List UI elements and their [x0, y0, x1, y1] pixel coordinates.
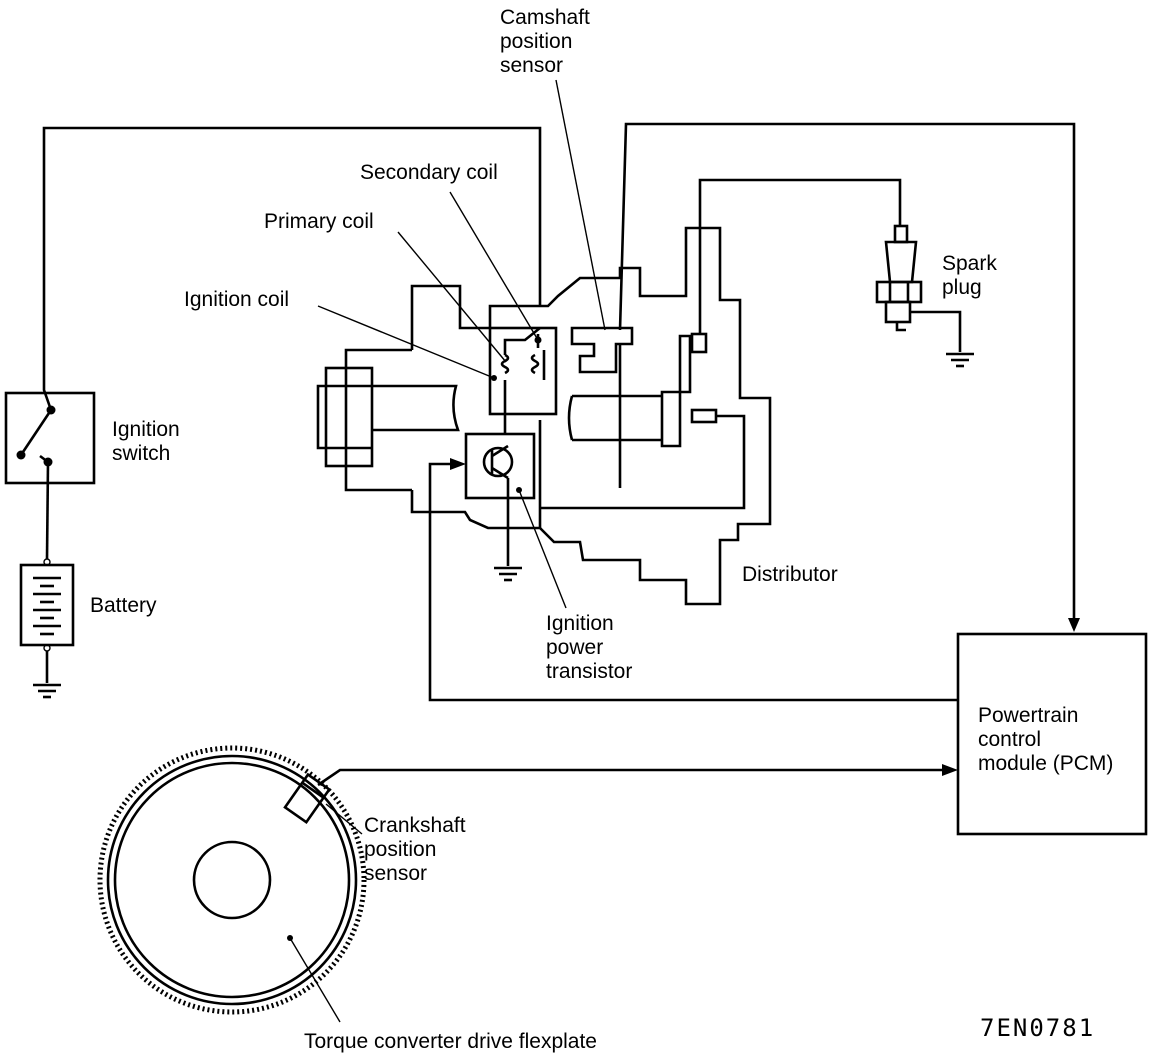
- coil-wiring: [494, 326, 541, 582]
- secondary-coil-label: Secondary coil: [360, 161, 498, 184]
- pcm-transistor-wire: [428, 458, 958, 702]
- distributor-label: Distributor: [742, 563, 838, 586]
- camshaft-sensor-label: Camshaft position sensor: [500, 6, 596, 77]
- crankshaft-sensor-label: Crankshaft position sensor: [364, 814, 471, 885]
- camshaft-sensor-element: [570, 326, 634, 374]
- figure-code: 7EN0781: [980, 1014, 1095, 1042]
- pcm-label: Powertrain control module (PCM): [978, 704, 1113, 775]
- ignition-coil: [488, 326, 558, 416]
- battery: [19, 558, 75, 652]
- spark-plug-wire: [698, 178, 902, 334]
- ignition-power-transistor: [464, 432, 536, 500]
- camshaft-sensor-signal-wire: [618, 122, 1080, 632]
- ignition-coil-label: Ignition coil: [184, 288, 289, 311]
- leader-lines: [289, 79, 606, 1023]
- distributor-terminals: [540, 332, 746, 510]
- spark-plug-label: Spark plug: [942, 252, 1003, 299]
- distributor-shaft: [567, 334, 692, 488]
- ignition-switch-label: Ignition switch: [112, 418, 186, 465]
- crankshaft-position-sensor: [283, 764, 958, 825]
- torque-converter-flexplate: [97, 745, 367, 1015]
- primary-coil-label: Primary coil: [264, 210, 374, 233]
- battery-label: Battery: [90, 594, 157, 617]
- power-transistor-label: Ignition power transistor: [546, 612, 632, 683]
- battery-wiring: [33, 126, 542, 699]
- ignition-switch: [4, 391, 96, 485]
- distributor-body: [316, 226, 772, 606]
- spark-plug: [875, 224, 974, 368]
- flexplate-label: Torque converter drive flexplate: [304, 1030, 597, 1053]
- pcm-box: [956, 632, 1148, 836]
